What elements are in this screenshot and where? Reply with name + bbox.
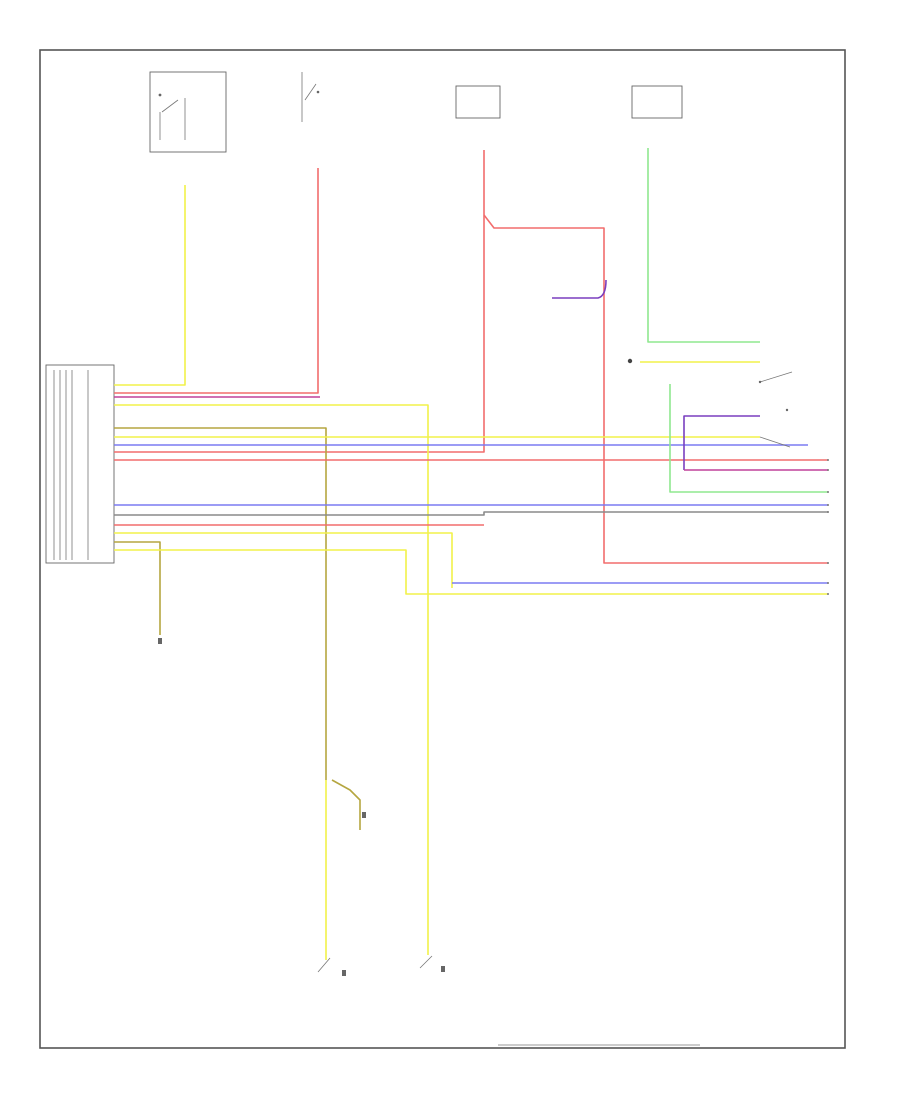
- wire-red-top-center: [114, 168, 319, 394]
- wire-green-far-right: [647, 148, 760, 343]
- wire-yellow-bottom: [114, 549, 828, 595]
- wire-olive-ground: [114, 541, 161, 635]
- wire-yellow-drop: [114, 532, 453, 588]
- wire-violet-right: [683, 415, 760, 470]
- main-connector-block: [45, 364, 115, 564]
- top-center-switch: [301, 72, 320, 122]
- wire-red-top-right: [114, 150, 485, 453]
- diagram-frame: [39, 49, 846, 1049]
- wire-end-markers: [827, 459, 829, 595]
- wire-yellow-top-left: [114, 185, 186, 386]
- wire-gray-right: [114, 511, 828, 516]
- top-left-switch: [158, 93, 186, 140]
- lower-switch-symbols: [158, 638, 445, 976]
- wire-red-relay-branch: [483, 214, 828, 564]
- top-right-relay-box: [455, 85, 501, 119]
- wire-olive-center: [114, 427, 327, 780]
- far-right-relay-box: [631, 85, 683, 119]
- right-switch-symbols: [627, 358, 793, 448]
- wire-green-right: [669, 384, 828, 493]
- wire-olive-switch: [331, 779, 361, 830]
- wire-violet-branch: [552, 279, 607, 299]
- top-left-switch-box: [149, 71, 227, 153]
- wire-yellow-long: [114, 404, 429, 955]
